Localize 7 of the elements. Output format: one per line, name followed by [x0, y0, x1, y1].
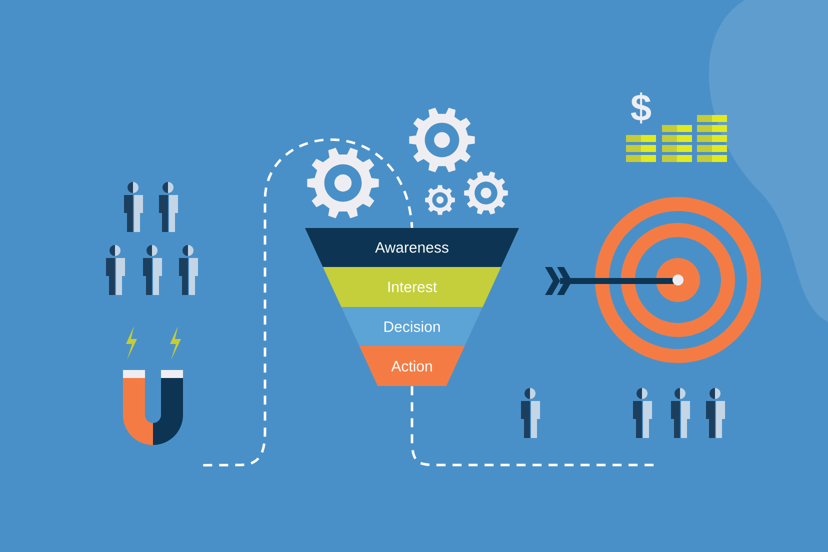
- funnel-band: Action: [359, 346, 465, 386]
- funnel-band: Interest: [322, 267, 502, 307]
- dashed-path: [203, 138, 414, 466]
- funnel-band: Decision: [341, 307, 483, 346]
- dashed-path: [410, 386, 655, 466]
- magnet-drawing: [123, 326, 183, 445]
- dollar-sign: $: [630, 92, 652, 124]
